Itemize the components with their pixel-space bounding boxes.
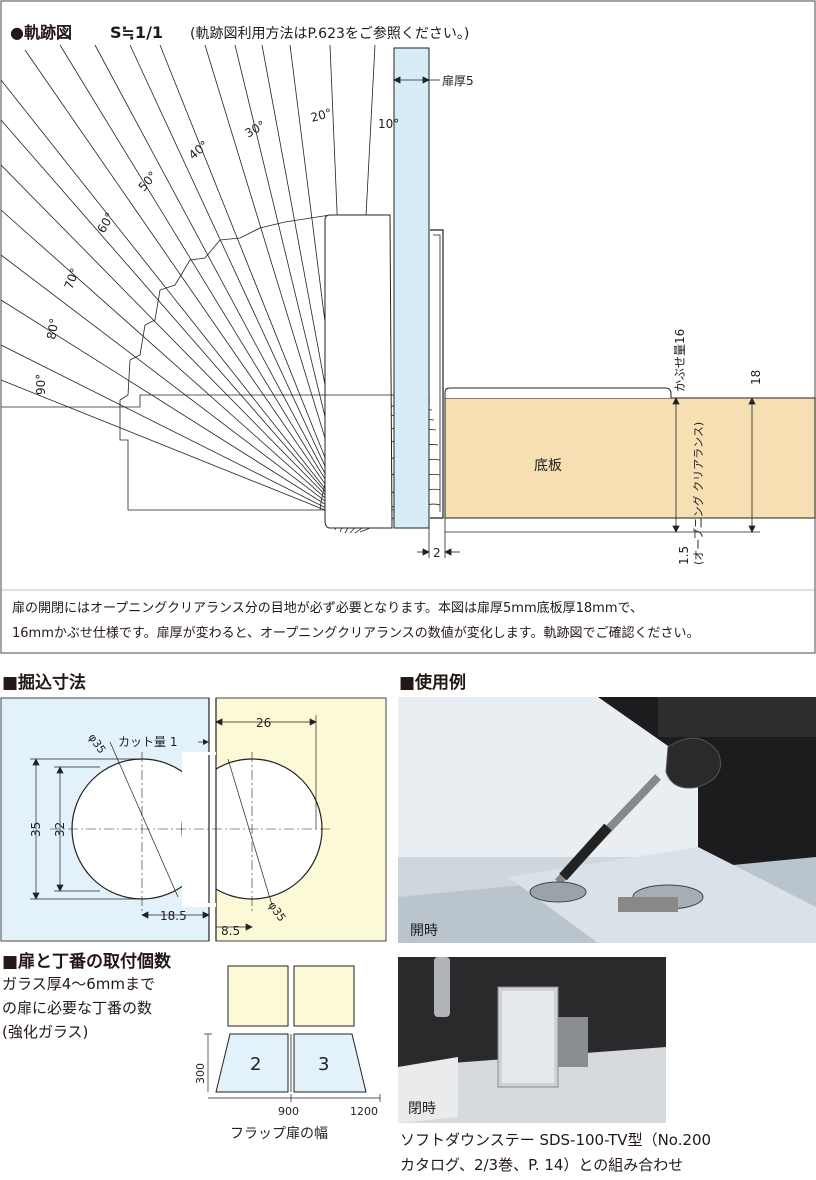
title-bullet: ●: [10, 23, 24, 42]
closed-label: 閉時: [408, 1101, 436, 1117]
dim-32: 32: [53, 822, 67, 837]
axis-900: 900: [278, 1105, 299, 1118]
hinge-area-2: [215, 1033, 289, 1093]
trajectory-scale: S≒1/1: [110, 23, 163, 42]
cut-label: カット量 1: [118, 735, 177, 749]
hinge-count-title: ■扉と丁番の取付個数: [2, 952, 172, 972]
dim-35: 35: [29, 822, 43, 837]
svg-text:●軌跡図: ●軌跡図: [10, 23, 72, 42]
angle-label: 70°: [62, 266, 82, 291]
trajectory-title: 軌跡図: [24, 23, 72, 42]
angle-label: 80°: [44, 317, 61, 340]
soft-down-stay: [529, 737, 721, 903]
gap-dimension: [417, 528, 460, 558]
desc-line-1: ガラス厚4〜6mmまで: [2, 975, 156, 993]
hinge-count-diagram: 2 3 300 900 1200 フラップ扉の幅: [194, 965, 381, 1142]
boring-section-title: ■掘込寸法: [2, 673, 87, 693]
open-label: 開時: [410, 923, 438, 939]
hinge-area-3: [293, 1033, 367, 1093]
dim-18-5: 18.5: [160, 909, 187, 923]
usage-caption: ソフトダウンステー SDS-100-TV型（No.200 カタログ、2/3巻、P…: [400, 1128, 711, 1178]
trajectory-diagram-panel: 扉厚5 かぶせ量16 18 底板 1.5 (オープニング クリアランス) 2: [0, 0, 816, 654]
angle-label: 10°: [378, 117, 399, 131]
note-line-2: 16mmかぶせ仕様です。扉厚が変わると、オープニングクリアランスの数値が変化しま…: [12, 625, 699, 641]
angle-label: 20°: [309, 106, 333, 125]
axis-300: 300: [194, 1063, 207, 1084]
desc-line-2: の扉に必要な丁番の数: [2, 999, 153, 1017]
base-board: [444, 397, 816, 519]
caption-line-2: カタログ、2/3巻、P. 14）との組み合わせ: [400, 1156, 684, 1174]
door-thickness-dimension: [393, 76, 440, 84]
boring-diagram: 35 32 26 カット量 1 φ35 φ35 18.5 8.5: [0, 697, 387, 942]
overlay-dimension: [671, 397, 760, 533]
caption-line-1: ソフトダウンステー SDS-100-TV型（No.200: [400, 1131, 712, 1149]
photo-open: 開時: [398, 697, 816, 943]
angle-label: 90°: [34, 374, 48, 395]
photo-closed: 閉時: [398, 957, 666, 1123]
base-board-label: 底板: [534, 458, 562, 474]
hinge-body: [324, 214, 393, 529]
count-right: 3: [318, 1054, 329, 1075]
dim-8-5: 8.5: [221, 924, 240, 938]
hinge-count-description: ガラス厚4〜6mmまで の扉に必要な丁番の数 (強化ガラス): [2, 972, 155, 1044]
overlay-label: かぶせ量16: [673, 329, 687, 392]
door-thickness-label: 扉厚5: [442, 74, 474, 88]
trajectory-diagram: 扉厚5 かぶせ量16 18 底板 1.5 (オープニング クリアランス) 2: [0, 0, 816, 654]
axis-1200: 1200: [350, 1105, 378, 1118]
clearance-value: 1.5: [677, 546, 691, 565]
axis-caption: フラップ扉の幅: [230, 1126, 328, 1142]
desc-line-3: (強化ガラス): [2, 1023, 89, 1041]
trajectory-title-note: (軌跡図利用方法はP.623をご参照ください。): [190, 25, 469, 42]
gap-value: 2: [433, 546, 441, 560]
usage-section-title: ■使用例: [399, 673, 467, 693]
thickness-18-label: 18: [749, 370, 763, 385]
glass-door: [393, 47, 430, 529]
count-left: 2: [250, 1054, 261, 1075]
dim-26: 26: [256, 716, 271, 730]
note-line-1: 扉の開閉にはオープニングクリアランス分の目地が必ず必要となります。本図は扉厚5m…: [12, 600, 643, 616]
opening-clearance-label: (オープニング クリアランス): [691, 422, 705, 565]
